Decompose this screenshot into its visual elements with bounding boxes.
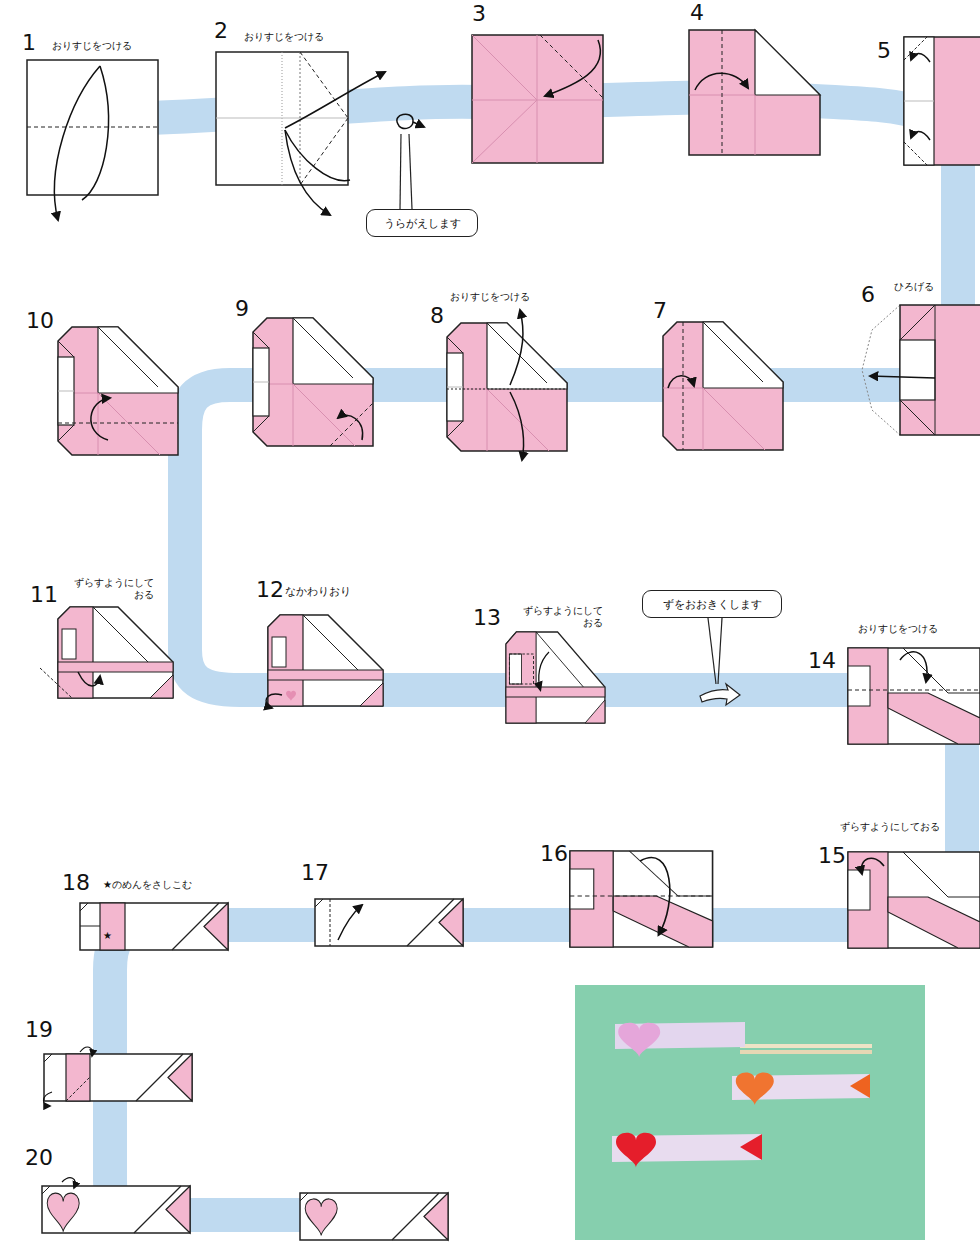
step-number: 16: [540, 843, 568, 865]
step-number: 18: [62, 872, 90, 894]
step-number: 13: [473, 607, 501, 629]
instruction-text: ずらすようにしておる: [840, 821, 940, 833]
step-13-figure: [506, 632, 605, 723]
step-number: 4: [690, 2, 704, 24]
callout-text: うらがえします: [384, 216, 461, 231]
step-2-figure: [216, 52, 385, 215]
instruction-text: おりすじをつける: [450, 291, 530, 303]
step-5-figure: [904, 37, 980, 165]
step-11-figure: [40, 607, 173, 698]
step-number: 5: [877, 40, 891, 62]
instruction-text: ずらすようにして おる: [513, 605, 603, 629]
flip-symbol: [397, 114, 424, 209]
step-15-figure: [848, 852, 980, 948]
instruction-text: おりすじをつける: [858, 623, 938, 635]
callout-text: ずをおおきくします: [663, 597, 762, 612]
star-mark: ★: [103, 930, 112, 942]
step-number: 2: [214, 20, 228, 42]
step-number: 7: [653, 300, 667, 322]
flow-ribbon: [110, 97, 962, 1215]
step-number: 9: [235, 298, 249, 320]
instruction-text: おりすじをつける: [52, 40, 132, 52]
step-number: 14: [808, 650, 836, 672]
finished-figure: [300, 1193, 448, 1240]
step-18-figure: [80, 903, 228, 950]
step-3-figure: [472, 35, 603, 163]
callout-bubble: うらがえします: [366, 209, 478, 237]
instruction-text: なかわりおり: [285, 585, 351, 598]
step-number: 6: [861, 284, 875, 306]
step-number: 17: [301, 862, 329, 884]
step-number: 1: [22, 32, 36, 54]
step-number: 19: [25, 1019, 53, 1041]
step-number: 20: [25, 1147, 53, 1169]
instruction-text: ずらすようにして おる: [64, 577, 154, 601]
instruction-text: おりすじをつける: [244, 31, 324, 43]
step-17-figure: [315, 899, 463, 946]
step-7-figure: [663, 322, 783, 450]
step-number: 8: [430, 305, 444, 327]
step-number: 10: [26, 310, 54, 332]
step-14-figure: [848, 648, 980, 744]
instruction-text: ひろげる: [894, 281, 934, 293]
step-19-figure: [44, 1047, 193, 1106]
photo: [575, 985, 925, 1240]
step-4-figure: [689, 30, 820, 155]
callout-bubble: ずをおおきくします: [642, 590, 782, 618]
step-16-figure: [570, 851, 713, 947]
step-1-figure: [27, 60, 158, 220]
step-number: 3: [472, 3, 486, 25]
step-6-figure: [862, 305, 980, 435]
enlarge-arrow: [700, 618, 740, 705]
step-12-figure: [266, 615, 383, 708]
step-number: 12: [256, 579, 284, 601]
step-number: 15: [818, 845, 846, 867]
step-10-figure: [58, 327, 178, 455]
step-8-figure: [447, 310, 567, 460]
step-20-figure: [42, 1178, 190, 1233]
step-9-figure: [253, 318, 373, 446]
instruction-text: ★のめんをさしこむ: [103, 879, 192, 891]
step-number: 11: [30, 584, 58, 606]
